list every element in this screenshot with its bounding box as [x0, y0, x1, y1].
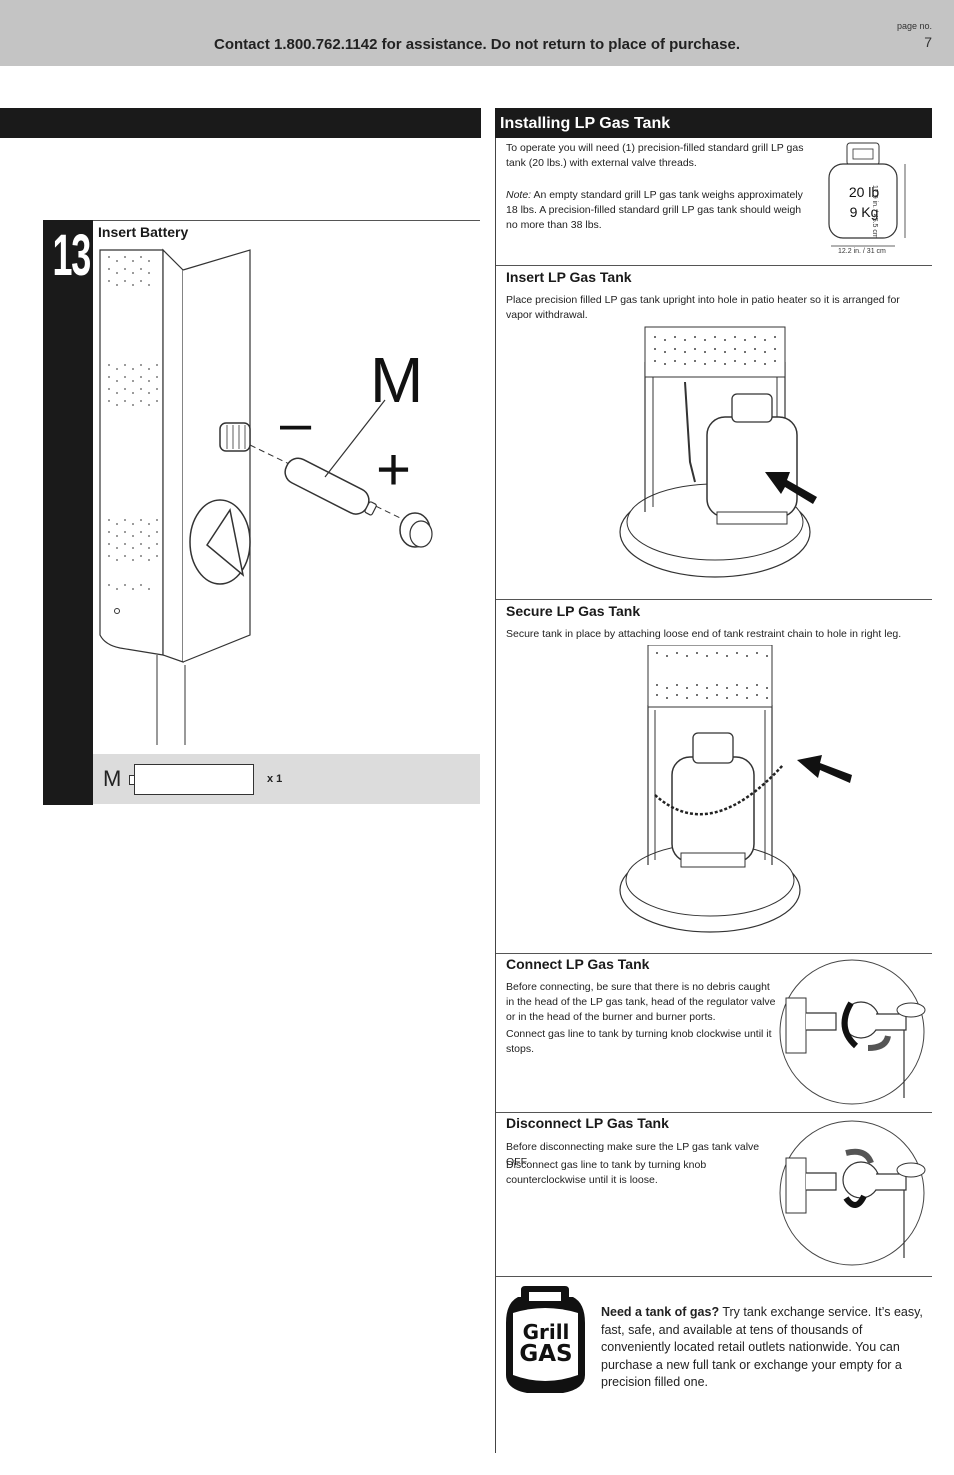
right-column-rule [495, 138, 496, 1453]
page-number: 7 [924, 34, 932, 50]
disconnect-illustration [779, 1120, 926, 1266]
disconnect-rule [496, 1112, 932, 1113]
left-header-bar [0, 108, 481, 138]
tank-height-label: 17.9 in. / 45.5 cm [871, 185, 878, 239]
grillgas-lead: Need a tank of gas? [601, 1305, 720, 1319]
grillgas-logo-text: Grill GAS [513, 1322, 579, 1366]
page-label: page no. [896, 21, 932, 31]
step-top-rule [93, 220, 480, 221]
secure-text: Secure tank in place by attaching loose … [506, 628, 902, 640]
grillgas-rule [496, 1276, 932, 1277]
lp-intro: To operate you will need (1) precision-f… [506, 142, 804, 169]
connect-text-2: Connect gas line to tank by turning knob… [506, 1028, 772, 1055]
parts-letter: M [103, 766, 122, 791]
insert-tank-illustration [619, 326, 817, 578]
battery-plus-sign: + [376, 436, 412, 503]
tank-width-label: 12.2 in. / 31 cm [838, 248, 886, 255]
note-label: Note: [506, 189, 532, 201]
grillgas-logo [506, 1286, 585, 1393]
header-banner [0, 0, 954, 66]
logo-line-gas: GAS [519, 1341, 573, 1367]
tank-kg: 9 Kg [849, 204, 879, 220]
step-number-bar [43, 220, 93, 805]
parts-quantity: x 1 [267, 773, 283, 785]
grillgas-body: Try tank exchange service. It’s easy, fa… [601, 1305, 923, 1389]
tank-lb: 20 lb [848, 184, 880, 200]
insert-title: Insert LP Gas Tank [506, 269, 632, 285]
logo-line-grill: Grill [522, 1320, 570, 1344]
tank-dimension-icon [828, 142, 906, 247]
secure-tank-illustration [619, 645, 852, 933]
battery-illustration [99, 248, 433, 745]
battery-label-m: M [370, 344, 424, 416]
secure-rule [496, 599, 932, 600]
connect-rule [496, 953, 932, 954]
disconnect-title: Disconnect LP Gas Tank [506, 1115, 669, 1131]
insert-text: Place precision filled LP gas tank uprig… [506, 294, 900, 321]
connect-title: Connect LP Gas Tank [506, 956, 650, 972]
note-text: An empty standard grill LP gas tank weig… [506, 189, 803, 231]
step-number: 13 [52, 223, 92, 288]
disconnect-text-2: Disconnect gas line to tank by turning k… [506, 1159, 707, 1186]
connect-text-1: Before connecting, be sure that there is… [506, 981, 776, 1023]
lp-section-title: Installing LP Gas Tank [500, 115, 671, 132]
grillgas-text: Need a tank of gas? Try tank exchange se… [601, 1304, 931, 1392]
secure-title: Secure LP Gas Tank [506, 603, 641, 619]
battery-minus-sign: – [280, 391, 312, 454]
connect-illustration [779, 959, 926, 1105]
tank-weight: 20 lb 9 Kg [830, 182, 898, 222]
step-title: Insert Battery [98, 224, 189, 240]
lp-section-bar [495, 108, 932, 138]
disconnect-text-1: Before disconnecting make sure the LP ga… [506, 1141, 760, 1168]
insert-rule [496, 265, 932, 266]
parts-battery-icon [134, 764, 254, 795]
contact-text: Contact 1.800.762.1142 for assistance. D… [213, 36, 741, 53]
lp-note: Note: An empty standard grill LP gas tan… [506, 188, 806, 233]
